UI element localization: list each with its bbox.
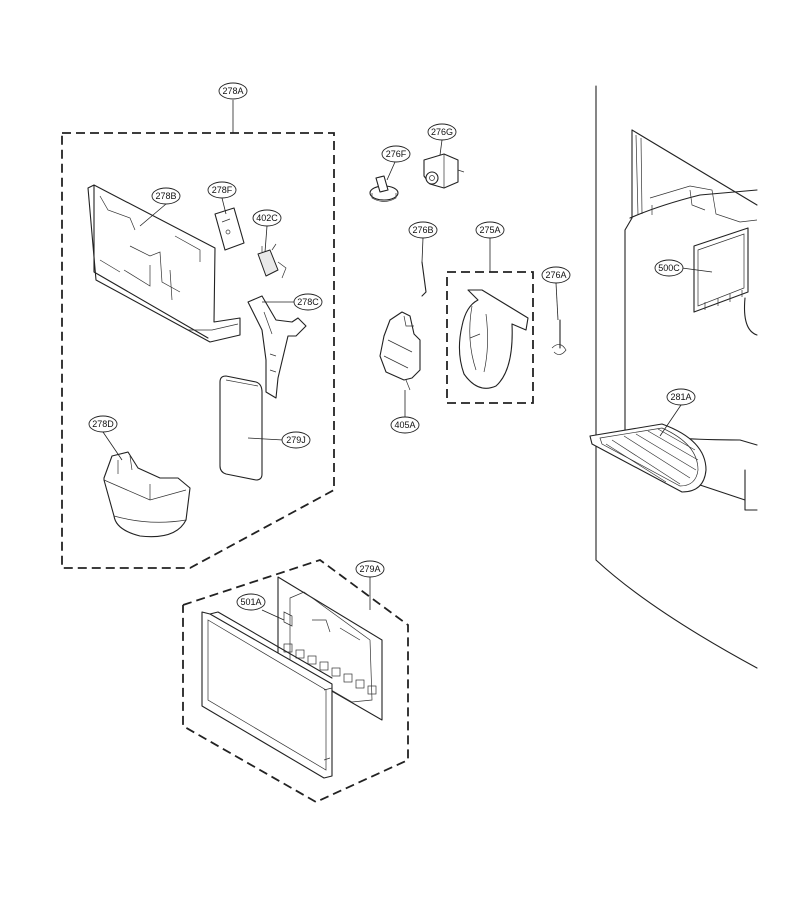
part-278B-bracket xyxy=(87,184,241,343)
door-cabinet xyxy=(589,85,758,669)
svg-text:281A: 281A xyxy=(670,392,691,402)
assembly-box-278A xyxy=(61,132,335,569)
part-276A-spring xyxy=(551,319,567,355)
svg-text:501A: 501A xyxy=(240,597,261,607)
callout-276G: 276G xyxy=(427,123,457,141)
svg-text:275A: 275A xyxy=(479,225,500,235)
svg-text:276G: 276G xyxy=(431,127,453,137)
part-281A-drip-tray xyxy=(589,423,707,493)
part-276B-pin xyxy=(421,261,427,297)
svg-text:278F: 278F xyxy=(212,185,233,195)
svg-text:279A: 279A xyxy=(359,564,380,574)
part-275A-flap xyxy=(458,289,529,389)
svg-text:500C: 500C xyxy=(658,263,680,273)
callout-281A: 281A xyxy=(666,388,696,406)
part-278F-plate xyxy=(214,207,245,251)
svg-text:278D: 278D xyxy=(92,419,114,429)
svg-text:402C: 402C xyxy=(256,213,278,223)
callout-276B: 276B xyxy=(408,221,438,239)
part-405A-actuator xyxy=(379,311,421,391)
svg-text:405A: 405A xyxy=(394,420,415,430)
part-500C-lamp-cover xyxy=(693,227,749,313)
callout-500C: 500C xyxy=(654,259,684,277)
part-278C-lever xyxy=(247,295,307,399)
part-501A-pcb xyxy=(277,576,383,721)
callout-278C: 278C xyxy=(293,293,323,311)
callout-278D: 278D xyxy=(88,415,118,433)
callout-402C: 402C xyxy=(252,209,282,227)
svg-text:278B: 278B xyxy=(155,191,176,201)
part-276F-coupling xyxy=(369,175,399,202)
callout-276F: 276F xyxy=(381,145,411,163)
callout-278F: 278F xyxy=(207,181,237,199)
callout-501A: 501A xyxy=(236,593,266,611)
part-276G-motor xyxy=(423,153,465,189)
svg-text:276B: 276B xyxy=(412,225,433,235)
callout-276A: 276A xyxy=(541,266,571,284)
callout-278B: 278B xyxy=(151,187,181,205)
leader-lines xyxy=(102,100,713,621)
callout-405A: 405A xyxy=(390,416,420,434)
svg-text:276F: 276F xyxy=(386,149,407,159)
callout-279A: 279A xyxy=(355,560,385,578)
svg-text:279J: 279J xyxy=(286,435,306,445)
part-402C-switch xyxy=(257,243,287,279)
part-279A-panel xyxy=(201,611,333,779)
callout-279J: 279J xyxy=(281,431,311,449)
part-278D-funnel xyxy=(103,451,191,538)
svg-text:278C: 278C xyxy=(297,297,319,307)
callout-278A: 278A xyxy=(218,82,248,100)
svg-text:278A: 278A xyxy=(222,86,243,96)
assembly-box-279A xyxy=(182,558,409,804)
part-279J-pad xyxy=(219,375,263,481)
callout-275A: 275A xyxy=(475,221,505,239)
svg-text:276A: 276A xyxy=(545,270,566,280)
